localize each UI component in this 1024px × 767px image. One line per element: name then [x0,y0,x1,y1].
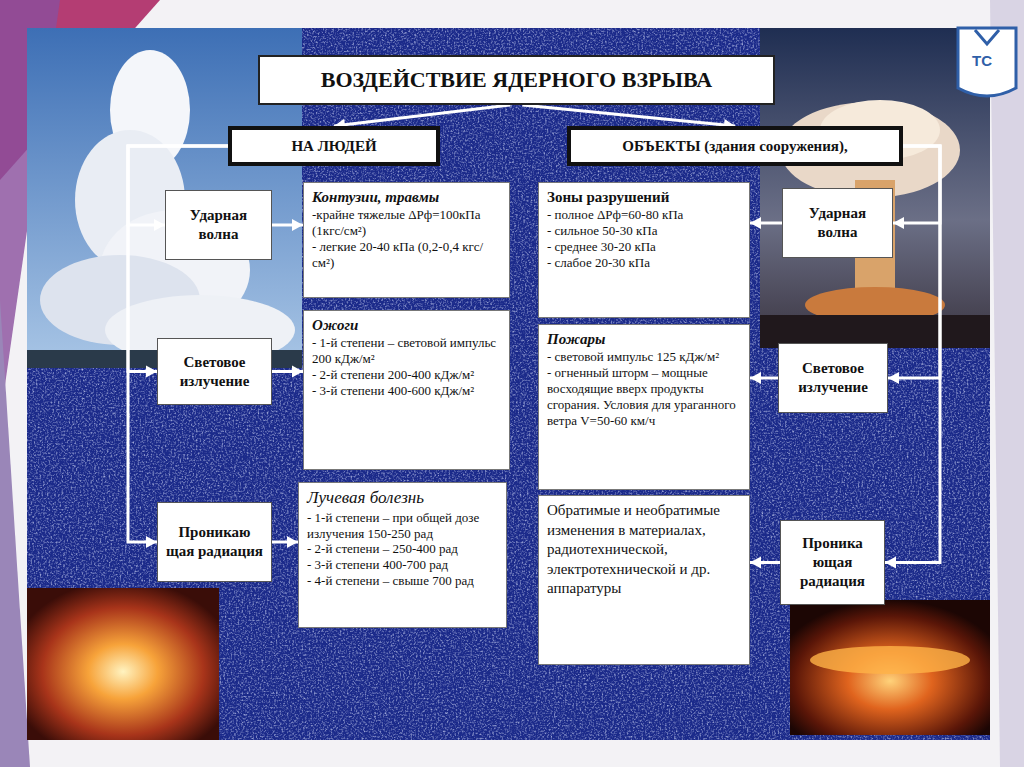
box-text: - огненный шторм – мощные восходящие вве… [547,365,741,428]
fireball-photo [790,600,990,735]
connector-arrow [272,536,298,548]
box-text: - сильное 50-30 кПа [547,223,741,239]
effect-box: Зоны разрушений- полное ΔPф=60-80 кПа- с… [538,182,750,318]
arrow-head [146,366,157,378]
category-box: НА ЛЮДЕЙ [228,126,440,166]
connector-arrow [750,557,780,569]
box-heading: Световое излучение [785,359,881,397]
arrow-head [750,372,761,384]
box-text: - световой импульс 125 кДж/м² [547,349,741,365]
box-heading: Ударная волна [789,204,886,242]
arrow-head [287,536,298,548]
title-box: ВОЗДЕЙСТВИЕ ЯДЕРНОГО ВЗРЫВА [258,55,775,105]
arrow-head [893,217,904,229]
connector-line [334,105,511,126]
arrow-head [154,219,165,231]
box-text: - 1-й степени – световой импульс 200 кДж… [312,335,501,367]
box-text: - 2-й степени – 250-400 рад [307,541,498,557]
factor-box: Ударная волна [165,190,272,260]
fireball-photo [27,588,219,740]
panel-texture [27,28,990,740]
arrow-head [885,557,896,569]
box-text: - полное ΔPф=60-80 кПа [547,207,741,223]
connector-arrow [272,366,303,378]
box-heading: Световое излучение [164,353,265,391]
effect-box: Ожоги- 1-й степени – световой импульс 20… [303,310,510,470]
factor-box: Световое излучение [778,343,888,413]
category-box: ОБЪЕКТЫ (здания сооружения), [567,126,903,166]
factor-box: Проникаю щая радиация [157,502,272,582]
mushroom-photo [760,28,990,348]
connector-line [885,146,940,563]
box-heading: Пожары [547,330,741,348]
dark-panel [27,28,990,740]
factor-box: Световое излучение [157,338,272,405]
box-heading: ВОЗДЕЙСТВИЕ ЯДЕРНОГО ВЗРЫВА [270,67,763,93]
effect-box: Обратимые и необратимые изменения в мате… [538,495,750,665]
box-heading: Обратимые и необратимые изменения в мате… [547,501,741,599]
corner-shape [0,300,30,767]
box-text: - 4-й степени – свыше 700 рад [307,573,498,589]
arrow-head [888,372,899,384]
box-text: - 1-й степени – при общей дозе излучения… [307,510,498,542]
box-text: - среднее 30-20 кПа [547,239,741,255]
connector-arrow [750,372,778,384]
factor-box: Проника ющая радиация [780,520,885,605]
effect-box: Контузии, травмы-крайне тяжелые ΔPф=100к… [303,182,510,298]
connector-arrow [272,219,303,231]
logo-text: ТС [972,52,992,69]
effect-box: Пожары- световой импульс 125 кДж/м²- огн… [538,324,750,490]
box-heading: Лучевая болезнь [307,488,498,509]
box-heading: Ожоги [312,316,501,334]
box-text: - легкие 20-40 кПа (0,2-0,4 кгс/см²) [312,239,501,271]
box-heading: НА ЛЮДЕЙ [240,138,428,155]
connector-line [888,146,940,378]
box-heading: Проникаю щая радиация [164,523,265,561]
effect-box: Лучевая болезнь- 1-й степени – при общей… [298,482,507,628]
logo-shield [958,28,1016,96]
arrow-head [750,217,761,229]
box-text: - 2-й степени 200-400 кДж/м² [312,367,501,383]
box-text: - 3-й степени 400-700 рад [307,557,498,573]
arrow-head [750,557,761,569]
box-heading: Зоны разрушений [547,188,741,206]
box-heading: ОБЪЕКТЫ (здания сооружения), [579,138,891,155]
box-heading: Проника ющая радиация [787,534,878,590]
box-text: -крайне тяжелые ΔPф=100кПа (1кгс/см²) [312,207,501,239]
connector-line [523,105,736,126]
side-shape [990,0,1024,767]
box-text: - 3-й степени 400-600 кДж/м² [312,383,501,399]
factor-box: Ударная волна [782,188,893,258]
connector-arrow [885,146,940,569]
connector-arrow [750,217,782,229]
box-heading: Контузии, травмы [312,188,501,206]
arrow-head [146,536,157,548]
arrow-head [292,219,303,231]
arrow-head [292,366,303,378]
box-text: - слабое 20-30 кПа [547,255,741,271]
box-heading: Ударная волна [172,206,265,244]
connector-arrow [888,146,940,384]
